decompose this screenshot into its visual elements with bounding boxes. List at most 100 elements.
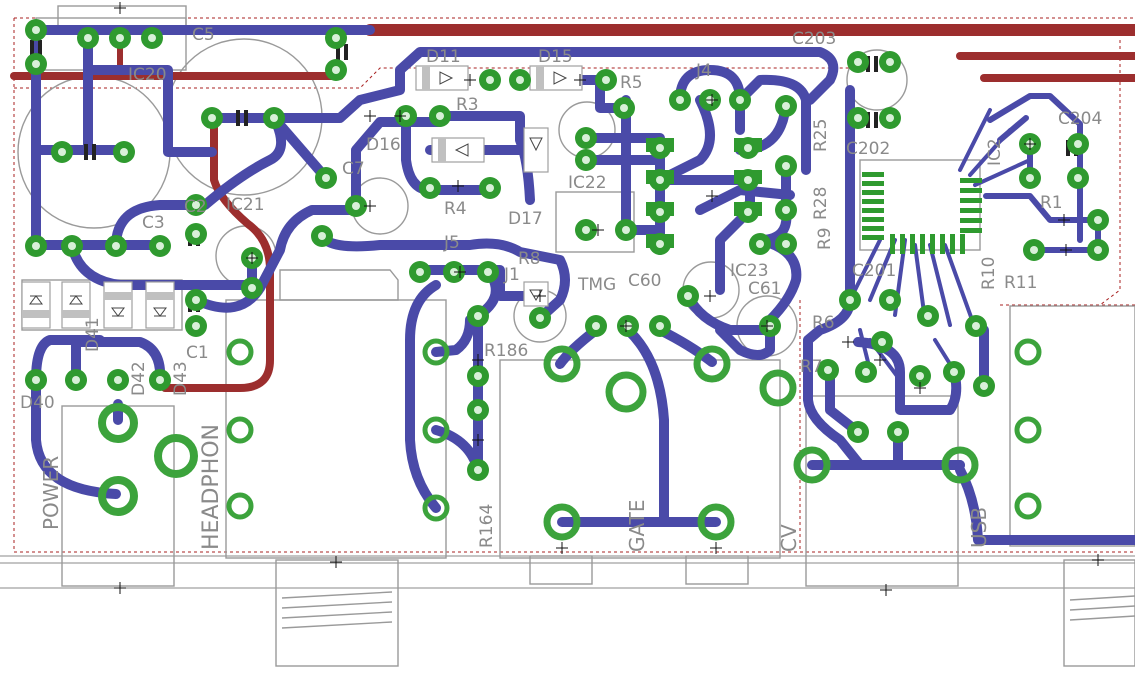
smd-pad <box>940 234 945 254</box>
smd-pad <box>960 208 982 213</box>
label-ic21: IC21 <box>226 195 265 215</box>
through-hole-pad <box>467 365 489 387</box>
through-hole-pad <box>241 277 263 299</box>
label-ic2: IC2 <box>985 138 1005 166</box>
through-hole-pad <box>1067 167 1089 189</box>
origin-crosshair <box>761 320 773 332</box>
label-c1: C1 <box>186 343 209 363</box>
label-d15: D15 <box>538 47 573 67</box>
capacitor-plate <box>84 144 88 160</box>
origin-crosshair <box>842 336 854 348</box>
through-hole-pad <box>615 219 637 241</box>
origin-crosshair <box>454 266 466 278</box>
through-hole-pad <box>113 141 135 163</box>
through-hole-pad <box>25 235 47 257</box>
through-hole-pad <box>973 375 995 397</box>
label-c7: C7 <box>342 159 365 179</box>
origin-crosshair <box>706 94 718 106</box>
through-hole-pad <box>965 315 987 337</box>
through-hole-pad <box>409 261 431 283</box>
through-hole-pad <box>509 69 531 91</box>
origin-crosshair <box>394 110 406 122</box>
label-r1: R1 <box>1040 193 1063 213</box>
through-hole-pad <box>107 369 129 391</box>
smd-pad <box>960 234 965 254</box>
label-d43: D43 <box>171 361 191 396</box>
origin-crosshair <box>874 354 886 366</box>
through-hole-pad <box>737 169 759 191</box>
smd-pad <box>862 235 884 240</box>
through-hole-pad <box>1087 209 1109 231</box>
through-hole-pad <box>879 51 901 73</box>
through-hole-pad <box>649 233 671 255</box>
through-hole-pad <box>817 359 839 381</box>
through-hole-pad <box>429 105 451 127</box>
origin-crosshair <box>1058 214 1070 226</box>
origin-crosshair <box>592 224 604 236</box>
through-hole-pad <box>185 194 207 216</box>
through-hole-pad <box>887 421 909 443</box>
board-outline <box>0 17 1135 589</box>
label-gate: GATE <box>625 500 649 552</box>
label-r11: R11 <box>1004 273 1037 293</box>
through-hole-pad <box>775 95 797 117</box>
origin-crosshair <box>880 584 892 596</box>
through-hole-pad <box>839 289 861 311</box>
label-ic23: IC23 <box>730 261 769 281</box>
through-hole-pad <box>311 225 333 247</box>
through-hole-pad <box>775 233 797 255</box>
through-hole-pad <box>325 27 347 49</box>
through-hole-pad <box>467 399 489 421</box>
through-hole-pad <box>879 289 901 311</box>
through-hole-pad <box>909 365 931 387</box>
smd-pad <box>930 234 935 254</box>
through-hole-pad <box>943 361 965 383</box>
through-hole-pad <box>1087 239 1109 261</box>
origin-crosshair <box>472 354 484 366</box>
through-hole-pad <box>585 315 607 337</box>
label-c203: C203 <box>792 29 836 49</box>
label-c201: C201 <box>852 261 896 281</box>
through-hole-pad <box>879 107 901 129</box>
smd-pad <box>862 190 884 195</box>
smd-pad <box>960 178 982 183</box>
smd-pad <box>960 218 982 223</box>
capacitor-plate <box>344 44 348 60</box>
origin-crosshair <box>114 582 126 594</box>
through-hole-pad <box>775 199 797 221</box>
smd-pad <box>900 234 905 254</box>
label-c202: C202 <box>846 139 890 159</box>
through-hole-pad <box>61 235 83 257</box>
smd-diodes <box>21 65 583 329</box>
through-hole-pads <box>25 19 1109 481</box>
through-hole-pad <box>51 141 73 163</box>
through-hole-pad <box>25 19 47 41</box>
label-r3: R3 <box>456 95 479 115</box>
through-hole-pad <box>1019 167 1041 189</box>
through-hole-pad <box>477 261 499 283</box>
label-r25: R25 <box>811 119 831 152</box>
smd-pad <box>862 172 884 177</box>
through-hole-pad <box>737 201 759 223</box>
label-c3: C3 <box>142 213 165 233</box>
through-hole-pad <box>479 177 501 199</box>
through-hole-pad <box>479 69 501 91</box>
origin-crosshair <box>1092 554 1104 566</box>
through-hole-pad <box>315 167 337 189</box>
label-r8: R8 <box>518 249 541 269</box>
through-hole-pad <box>917 305 939 327</box>
origin-crosshair <box>1024 138 1036 150</box>
label-headphone: HEADPHON <box>199 424 224 550</box>
label-ic22: IC22 <box>568 173 607 193</box>
label-r10: R10 <box>979 257 999 290</box>
through-hole-pad <box>25 369 47 391</box>
origin-crosshair <box>114 2 126 14</box>
origin-markers <box>114 2 1104 596</box>
label-d11: D11 <box>426 47 461 67</box>
through-hole-pad <box>467 459 489 481</box>
top-layer-traces <box>10 24 1135 392</box>
through-hole-pad <box>25 53 47 75</box>
smd-pad <box>862 217 884 222</box>
origin-crosshair <box>464 74 476 86</box>
through-hole-pad <box>575 127 597 149</box>
